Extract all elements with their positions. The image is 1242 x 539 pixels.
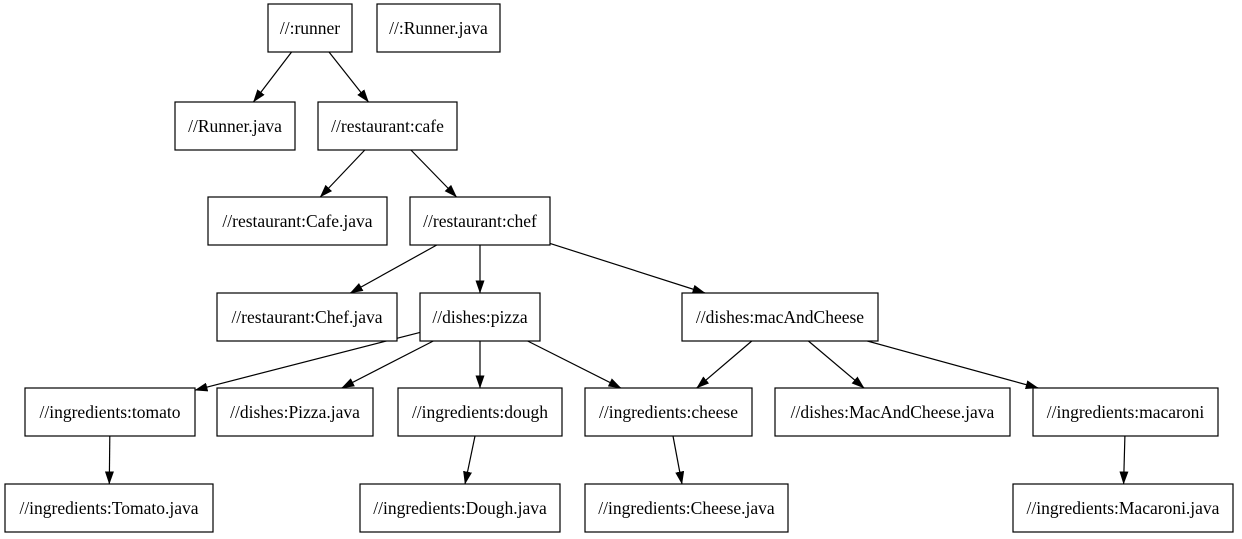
- node-label: //ingredients:Dough.java: [373, 498, 547, 518]
- node-box: [681, 292, 879, 342]
- graph-edge-runner-to-cafe: [328, 51, 369, 103]
- graph-edge-chef-to-mac_and_cheese: [549, 242, 706, 294]
- node-box: [317, 101, 458, 151]
- edges-layer: [104, 51, 1129, 485]
- graph-node-cheese: //ingredients:cheese: [584, 387, 753, 437]
- node-label: //Runner.java: [188, 116, 282, 136]
- node-box: [216, 292, 398, 342]
- graph-node-mac_and_cheese: //dishes:macAndCheese: [681, 292, 879, 342]
- node-label: //restaurant:Cafe.java: [222, 211, 372, 231]
- node-label: //ingredients:macaroni: [1047, 402, 1205, 422]
- graph-edge-cafe-to-cafe_java: [319, 149, 366, 198]
- graph-edge-cafe-to-chef: [410, 149, 458, 198]
- node-label: //ingredients:Macaroni.java: [1027, 498, 1220, 518]
- graph-node-runner_java: //Runner.java: [174, 101, 296, 151]
- graph-edge-mac_and_cheese-to-cheese: [696, 340, 753, 389]
- graph-node-cafe: //restaurant:cafe: [317, 101, 458, 151]
- node-box: [1012, 483, 1234, 533]
- graph-edge-mac_and_cheese-to-macaroni: [867, 340, 1039, 390]
- graph-node-tomato: //ingredients:tomato: [24, 387, 196, 437]
- node-label: //ingredients:Cheese.java: [598, 498, 775, 518]
- node-box: [24, 387, 196, 437]
- node-box: [174, 101, 296, 151]
- graph-edge-cheese-to-cheese_java: [672, 435, 685, 485]
- node-box: [267, 3, 353, 53]
- node-label: //ingredients:tomato: [40, 402, 181, 422]
- node-label: //dishes:pizza: [432, 307, 527, 327]
- node-label: //dishes:Pizza.java: [230, 402, 360, 422]
- nodes-layer: //:runner //:Runner.java //Runner.java //re…: [4, 3, 1234, 533]
- node-label: //ingredients:dough: [412, 402, 548, 422]
- node-box: [397, 387, 563, 437]
- node-box: [4, 483, 214, 533]
- graph-node-mac_java: //dishes:MacAndCheese.java: [774, 387, 1011, 437]
- node-label: //ingredients:Tomato.java: [19, 498, 198, 518]
- graph-edge-macaroni-to-macaroni_java: [1119, 435, 1129, 485]
- node-box: [1032, 387, 1219, 437]
- graph-node-dough: //ingredients:dough: [397, 387, 563, 437]
- node-label: //restaurant:cafe: [331, 116, 444, 136]
- graph-node-cheese_java: //ingredients:Cheese.java: [584, 483, 789, 533]
- node-box: [774, 387, 1011, 437]
- graph-node-runner: //:runner: [267, 3, 353, 53]
- node-label: //:runner: [280, 18, 340, 38]
- graph-edge-chef-to-chef_java: [349, 244, 438, 294]
- node-label: //restaurant:Chef.java: [231, 307, 382, 327]
- node-box: [419, 292, 541, 342]
- graph-edge-runner-to-runner_java: [252, 51, 293, 103]
- node-box: [376, 3, 501, 53]
- node-box: [359, 483, 561, 533]
- node-label: //:Runner.java: [389, 18, 488, 38]
- graph-node-tomato_java: //ingredients:Tomato.java: [4, 483, 214, 533]
- graph-node-pizza: //dishes:pizza: [419, 292, 541, 342]
- graph-edge-tomato-to-tomato_java: [104, 435, 114, 485]
- node-label: //ingredients:cheese: [599, 402, 738, 422]
- graph-node-pizza_java: //dishes:Pizza.java: [216, 387, 374, 437]
- node-box: [409, 196, 551, 246]
- graph-node-macaroni: //ingredients:macaroni: [1032, 387, 1219, 437]
- graph-node-dough_java: //ingredients:Dough.java: [359, 483, 561, 533]
- graph-node-runner_java_src: //:Runner.java: [376, 3, 501, 53]
- graph-node-cafe_java: //restaurant:Cafe.java: [207, 196, 388, 246]
- node-box: [584, 387, 753, 437]
- node-box: [216, 387, 374, 437]
- graph-edge-pizza-to-pizza_java: [341, 340, 434, 389]
- graph-node-macaroni_java: //ingredients:Macaroni.java: [1012, 483, 1234, 533]
- node-box: [207, 196, 388, 246]
- node-label: //dishes:MacAndCheese.java: [791, 402, 995, 422]
- node-box: [584, 483, 789, 533]
- graph-node-chef_java: //restaurant:Chef.java: [216, 292, 398, 342]
- graph-edge-pizza-to-cheese: [527, 340, 622, 389]
- node-label: //dishes:macAndCheese: [696, 307, 864, 327]
- graph-edge-dough-to-dough_java: [463, 435, 476, 485]
- node-label: //restaurant:chef: [423, 211, 537, 231]
- graph-node-chef: //restaurant:chef: [409, 196, 551, 246]
- graph-edge-pizza-to-tomato: [194, 331, 421, 392]
- graph-edge-mac_and_cheese-to-mac_java: [808, 340, 865, 389]
